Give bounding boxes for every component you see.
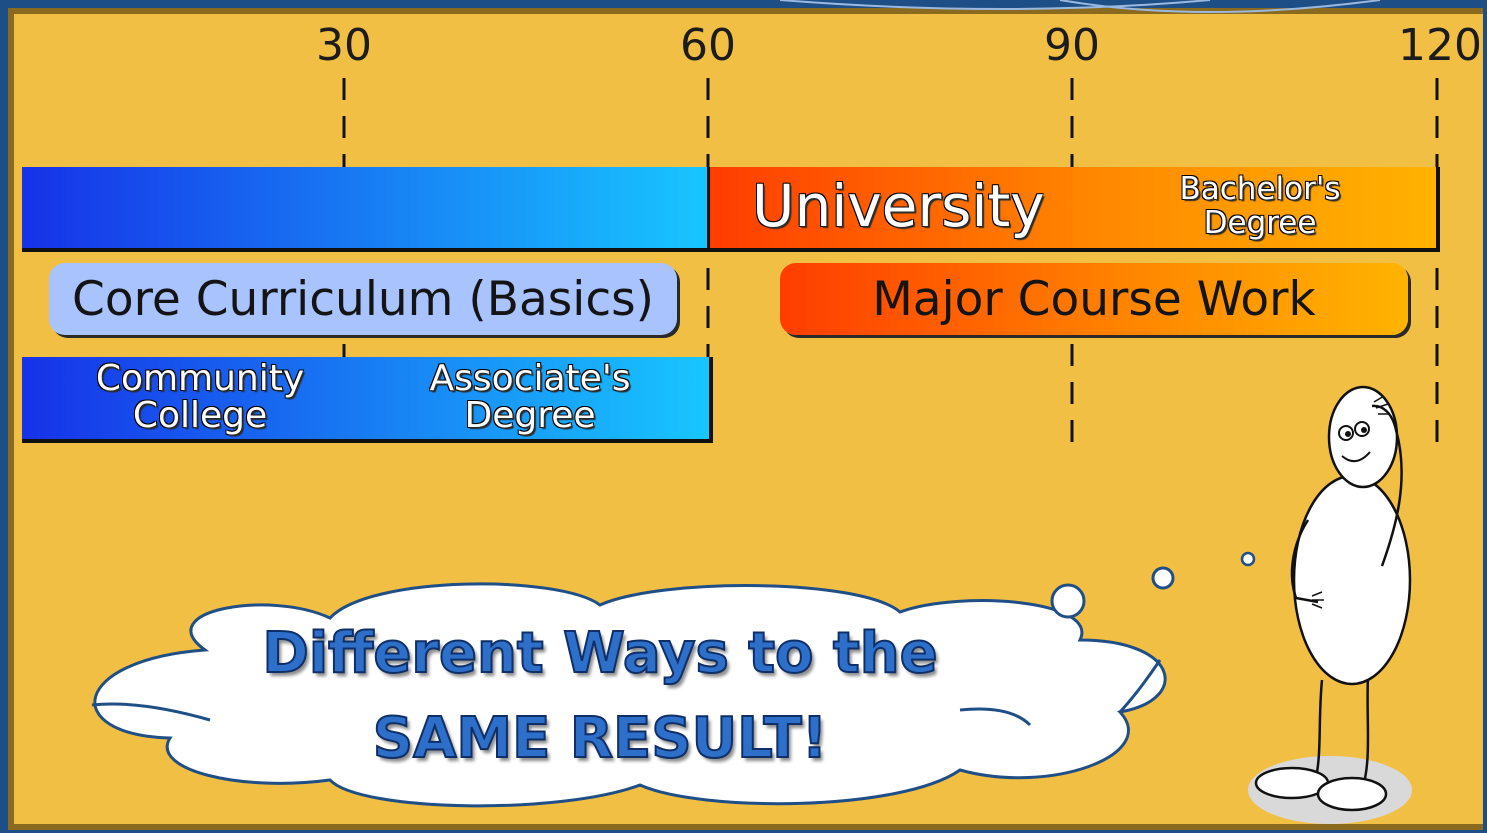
tick-label-120: 120 <box>1398 20 1482 71</box>
bachelors-degree-label: Bachelor's Degree <box>1150 172 1370 240</box>
core-curriculum-label: Core Curriculum (Basics) <box>72 271 654 327</box>
associates-line-2: Degree <box>464 395 596 436</box>
community-college-bar <box>22 357 713 443</box>
cloud-text-line-1: Different Ways to the <box>261 620 938 687</box>
university-label: University <box>752 172 1045 240</box>
right-foot <box>1316 776 1388 812</box>
figure-smile <box>1341 451 1371 463</box>
major-course-work-label: Major Course Work <box>872 271 1316 327</box>
top-swoosh-decoration <box>779 0 1381 13</box>
tick-label-90: 90 <box>1044 20 1100 71</box>
top-bar-baseline <box>22 248 1440 252</box>
university-bar <box>709 167 1439 249</box>
thought-bubble-medium <box>1151 566 1175 590</box>
lower-division-bar <box>22 167 709 249</box>
community-line-1: Community <box>95 358 305 399</box>
top-bar-end-cap <box>1436 167 1440 252</box>
cloud-shape <box>93 582 1167 808</box>
community-college-label: Community College <box>60 360 340 434</box>
figure-body <box>1292 474 1412 686</box>
associates-degree-label: Associate's Degree <box>395 360 665 434</box>
associates-line-1: Associate's <box>429 358 631 399</box>
bachelors-line-2: Degree <box>1203 205 1317 241</box>
core-curriculum-pill: Core Curriculum (Basics) <box>49 263 677 335</box>
tick-label-60: 60 <box>680 20 736 71</box>
bachelors-line-1: Bachelor's <box>1179 171 1341 207</box>
tick-label-30: 30 <box>316 20 372 71</box>
thought-bubble-small <box>1240 551 1256 567</box>
cloud-text-line-2: SAME RESULT! <box>372 705 828 772</box>
community-line-2: College <box>132 395 268 436</box>
major-course-work-pill: Major Course Work <box>780 263 1408 335</box>
thought-bubble-large <box>1050 583 1086 619</box>
top-bar-divider <box>707 167 710 249</box>
